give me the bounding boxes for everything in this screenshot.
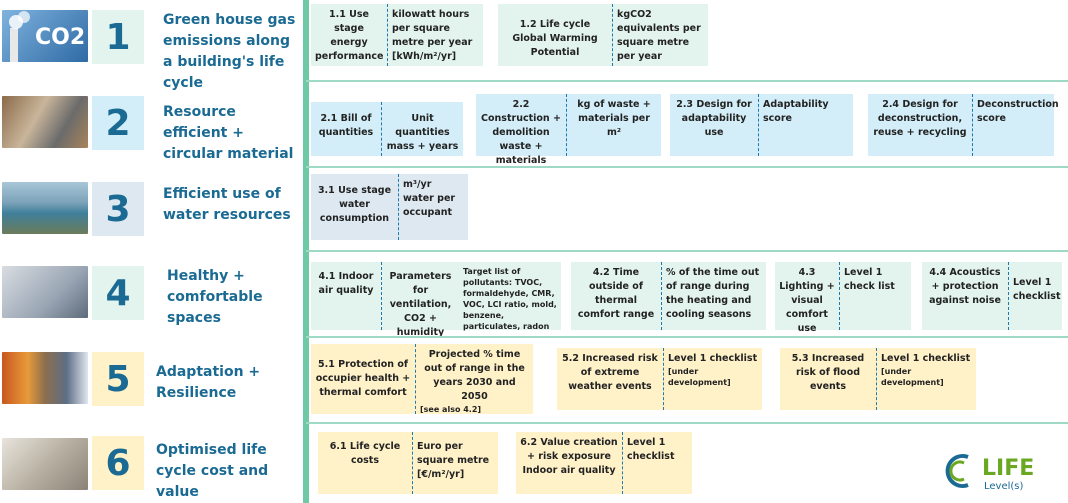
row-title-3: Efficient use of water resources	[163, 186, 291, 223]
row-number-3: 3	[92, 182, 144, 236]
indicator-name: 4.2 Time outside of thermal comfort rang…	[577, 267, 655, 320]
row-number-1: 1	[92, 10, 144, 64]
indicator-unit: Level 1 checklist	[1008, 262, 1062, 330]
indicator-name: 2.4 Design for deconstruction, reuse + r…	[873, 99, 967, 138]
macro-objective-row-3: 3 Efficient use of water resources 3.1 U…	[0, 168, 1068, 252]
row-number-4: 4	[92, 266, 144, 320]
indicator-name: 2.1 Bill of quantities	[318, 113, 374, 138]
row-title-6: Optimised life cycle cost and value	[156, 442, 269, 500]
water-dam-image	[2, 182, 88, 234]
indicator-name: 5.3 Increased risk of flood events	[791, 353, 865, 392]
indicator-unit: % of the time out of range during the he…	[661, 262, 766, 330]
indicator-name: 4.1 Indoor air quality	[318, 271, 374, 296]
indicator-unit: Unit quantities mass + years	[381, 102, 463, 156]
logo-sub-text: Level(s)	[984, 481, 1024, 492]
row-title-2: Resource efficient + circular material	[163, 104, 294, 162]
indicator-extra: Target list of pollutants: TVOC, formald…	[463, 267, 557, 331]
indicator-1-1[interactable]: 1.1 Use stage energy performance kilowat…	[311, 4, 483, 66]
indicator-unit: Parameters for ventilation, CO2 + humidi…	[381, 262, 459, 338]
indicator-name: 2.3 Design for adaptability use	[676, 99, 752, 138]
indicator-4-3[interactable]: 4.3 Lighting + visual comfort use Level …	[775, 262, 911, 334]
indicator-unit: Adaptability score	[758, 94, 853, 156]
row-divider	[306, 80, 1068, 82]
stressed-person-image	[2, 266, 88, 318]
co2-emissions-image: CO2	[2, 10, 88, 62]
indicator-note: [under development]	[668, 367, 731, 387]
indicator-2-4[interactable]: 2.4 Design for deconstruction, reuse + r…	[868, 94, 1059, 156]
construction-materials-image	[2, 96, 88, 148]
row-divider	[306, 422, 1068, 424]
macro-objective-row-5: 5 Adaptation + Resilience 5.1 Protection…	[0, 338, 1068, 424]
indicator-unit: Deconstruction score	[972, 94, 1059, 156]
indicator-name: 5.2 Increased risk of extreme weather ev…	[562, 353, 658, 392]
indicator-6-2[interactable]: 6.2 Value creation + risk exposure Indoo…	[516, 432, 692, 494]
indicator-name: 1.1 Use stage energy performance	[315, 9, 384, 62]
indicator-1-2[interactable]: 1.2 Life cycle Global Warming Potential …	[498, 4, 708, 66]
indicator-4-2[interactable]: 4.2 Time outside of thermal comfort rang…	[571, 262, 766, 330]
indicator-2-3[interactable]: 2.3 Design for adaptability use Adaptabi…	[670, 94, 853, 156]
indicator-unit: m³/yr water per occupant	[398, 174, 468, 240]
macro-objective-row-4: 4 Healthy + comfortable spaces 4.1 Indoo…	[0, 252, 1068, 338]
indicator-unit: Level 1 checklist	[881, 353, 971, 364]
indicator-unit: kgCO2 equivalents per square metre per y…	[612, 4, 708, 66]
indicator-unit: kg of waste + materials per m²	[566, 94, 661, 156]
indicator-6-1[interactable]: 6.1 Life cycle costs Euro per square met…	[318, 432, 498, 494]
thumb-co2-text: CO2	[35, 25, 85, 50]
extreme-weather-image	[2, 352, 88, 404]
indicator-2-2[interactable]: 2.2 Construction + demolition waste + ma…	[476, 94, 661, 166]
indicator-name: 6.1 Life cycle costs	[329, 441, 401, 466]
indicator-name: 3.1 Use stage water consumption	[317, 185, 392, 224]
indicator-unit: Level 1 check list	[839, 262, 911, 330]
indicator-note: [see also 4.2]	[420, 405, 482, 414]
macro-objective-row-6: 6 Optimised life cycle cost and value 6.…	[0, 424, 1068, 503]
macro-objective-row-1: CO2 1 Green house gas emissions along a …	[0, 0, 1068, 91]
row-divider	[306, 250, 1068, 252]
row-number-5: 5	[92, 352, 144, 406]
row-title-5: Adaptation + Resilience	[156, 364, 261, 401]
indicator-3-1[interactable]: 3.1 Use stage water consumption m³/yr wa…	[311, 174, 468, 240]
indicator-unit: Level 1 checklist	[668, 353, 758, 364]
row-number-2: 2	[92, 96, 144, 150]
indicator-name: 1.2 Life cycle Global Warming Potential	[512, 19, 598, 58]
indicator-5-2[interactable]: 5.2 Increased risk of extreme weather ev…	[557, 348, 762, 410]
logo-main-text: LIFE	[982, 456, 1034, 481]
indicator-2-1[interactable]: 2.1 Bill of quantities Unit quantities m…	[311, 102, 463, 156]
factory-chimney-icon: CO2	[9, 11, 85, 62]
indicator-name: 4.3 Lighting + visual comfort use	[779, 267, 835, 334]
indicator-note: [under development]	[881, 367, 944, 387]
row-divider	[306, 166, 1068, 168]
indicator-name: 4.4 Acoustics + protection against noise	[929, 267, 1001, 306]
indicator-4-4[interactable]: 4.4 Acoustics + protection against noise…	[922, 262, 1062, 330]
life-logo-icon: LIFE Level(s)	[945, 454, 1034, 492]
row-divider	[306, 336, 1068, 338]
row-title-4: Healthy + comfortable spaces	[167, 268, 263, 326]
indicator-unit: kilowatt hours per square metre per year…	[387, 4, 483, 66]
row-number-6: 6	[92, 436, 144, 490]
cost-planning-image	[2, 438, 88, 490]
indicator-unit: Projected % time out of range in the yea…	[424, 349, 525, 402]
indicator-name: 2.2 Construction + demolition waste + ma…	[481, 99, 561, 166]
indicator-unit: Euro per square metre [€/m²/yr]	[412, 432, 498, 494]
macro-objective-row-2: 2 Resource efficient + circular material…	[0, 82, 1068, 168]
row-title-1: Green house gas emissions along a buildi…	[163, 12, 296, 91]
indicator-5-1[interactable]: 5.1 Protection of occupier health + ther…	[311, 344, 533, 414]
life-levels-logo: LIFE Level(s)	[940, 445, 1050, 495]
indicator-5-3[interactable]: 5.3 Increased risk of flood events Level…	[780, 348, 976, 410]
indicator-4-1[interactable]: 4.1 Indoor air quality Parameters for ve…	[311, 262, 561, 338]
indicator-name: 6.2 Value creation + risk exposure Indoo…	[520, 437, 618, 476]
indicator-name: 5.1 Protection of occupier health + ther…	[315, 359, 411, 398]
indicator-unit: Level 1 checklist	[622, 432, 692, 494]
